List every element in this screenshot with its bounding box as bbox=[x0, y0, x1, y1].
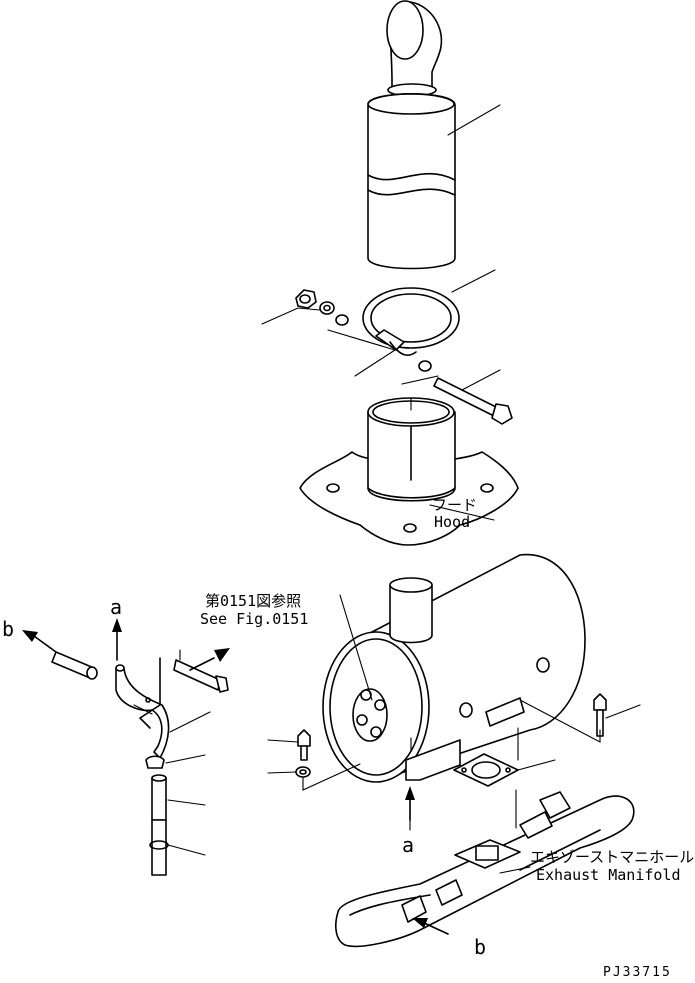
clamp-hardware bbox=[295, 289, 513, 425]
ref-label-a-top: a bbox=[110, 595, 122, 619]
hood-label-en: Hood bbox=[434, 513, 470, 531]
gasket bbox=[453, 753, 519, 787]
muffler bbox=[322, 553, 586, 831]
see-fig-label-en: See Fig.0151 bbox=[200, 610, 308, 628]
manifold-label-en: Exhaust Manifold bbox=[536, 866, 681, 884]
hood bbox=[299, 397, 519, 546]
reference-arrows bbox=[22, 618, 449, 935]
manifold-label-jp: エキゾーストマニホールド bbox=[530, 848, 695, 866]
exhaust-stack bbox=[367, 0, 456, 270]
ref-label-b-bottom: b bbox=[474, 935, 486, 959]
clamp-ring bbox=[362, 287, 460, 356]
leader-lines bbox=[133, 104, 641, 874]
drawing-code: PJ33715 bbox=[603, 965, 672, 980]
see-fig-label-jp: 第0151図参照 bbox=[205, 592, 301, 610]
ref-label-b-left: b bbox=[2, 617, 14, 641]
hood-label-jp: フード bbox=[432, 496, 477, 514]
drain-pipe-assembly bbox=[51, 651, 229, 876]
exhaust-manifold bbox=[335, 791, 635, 948]
mounting-bolts bbox=[295, 693, 607, 829]
ref-label-a-bottom: a bbox=[402, 833, 414, 857]
